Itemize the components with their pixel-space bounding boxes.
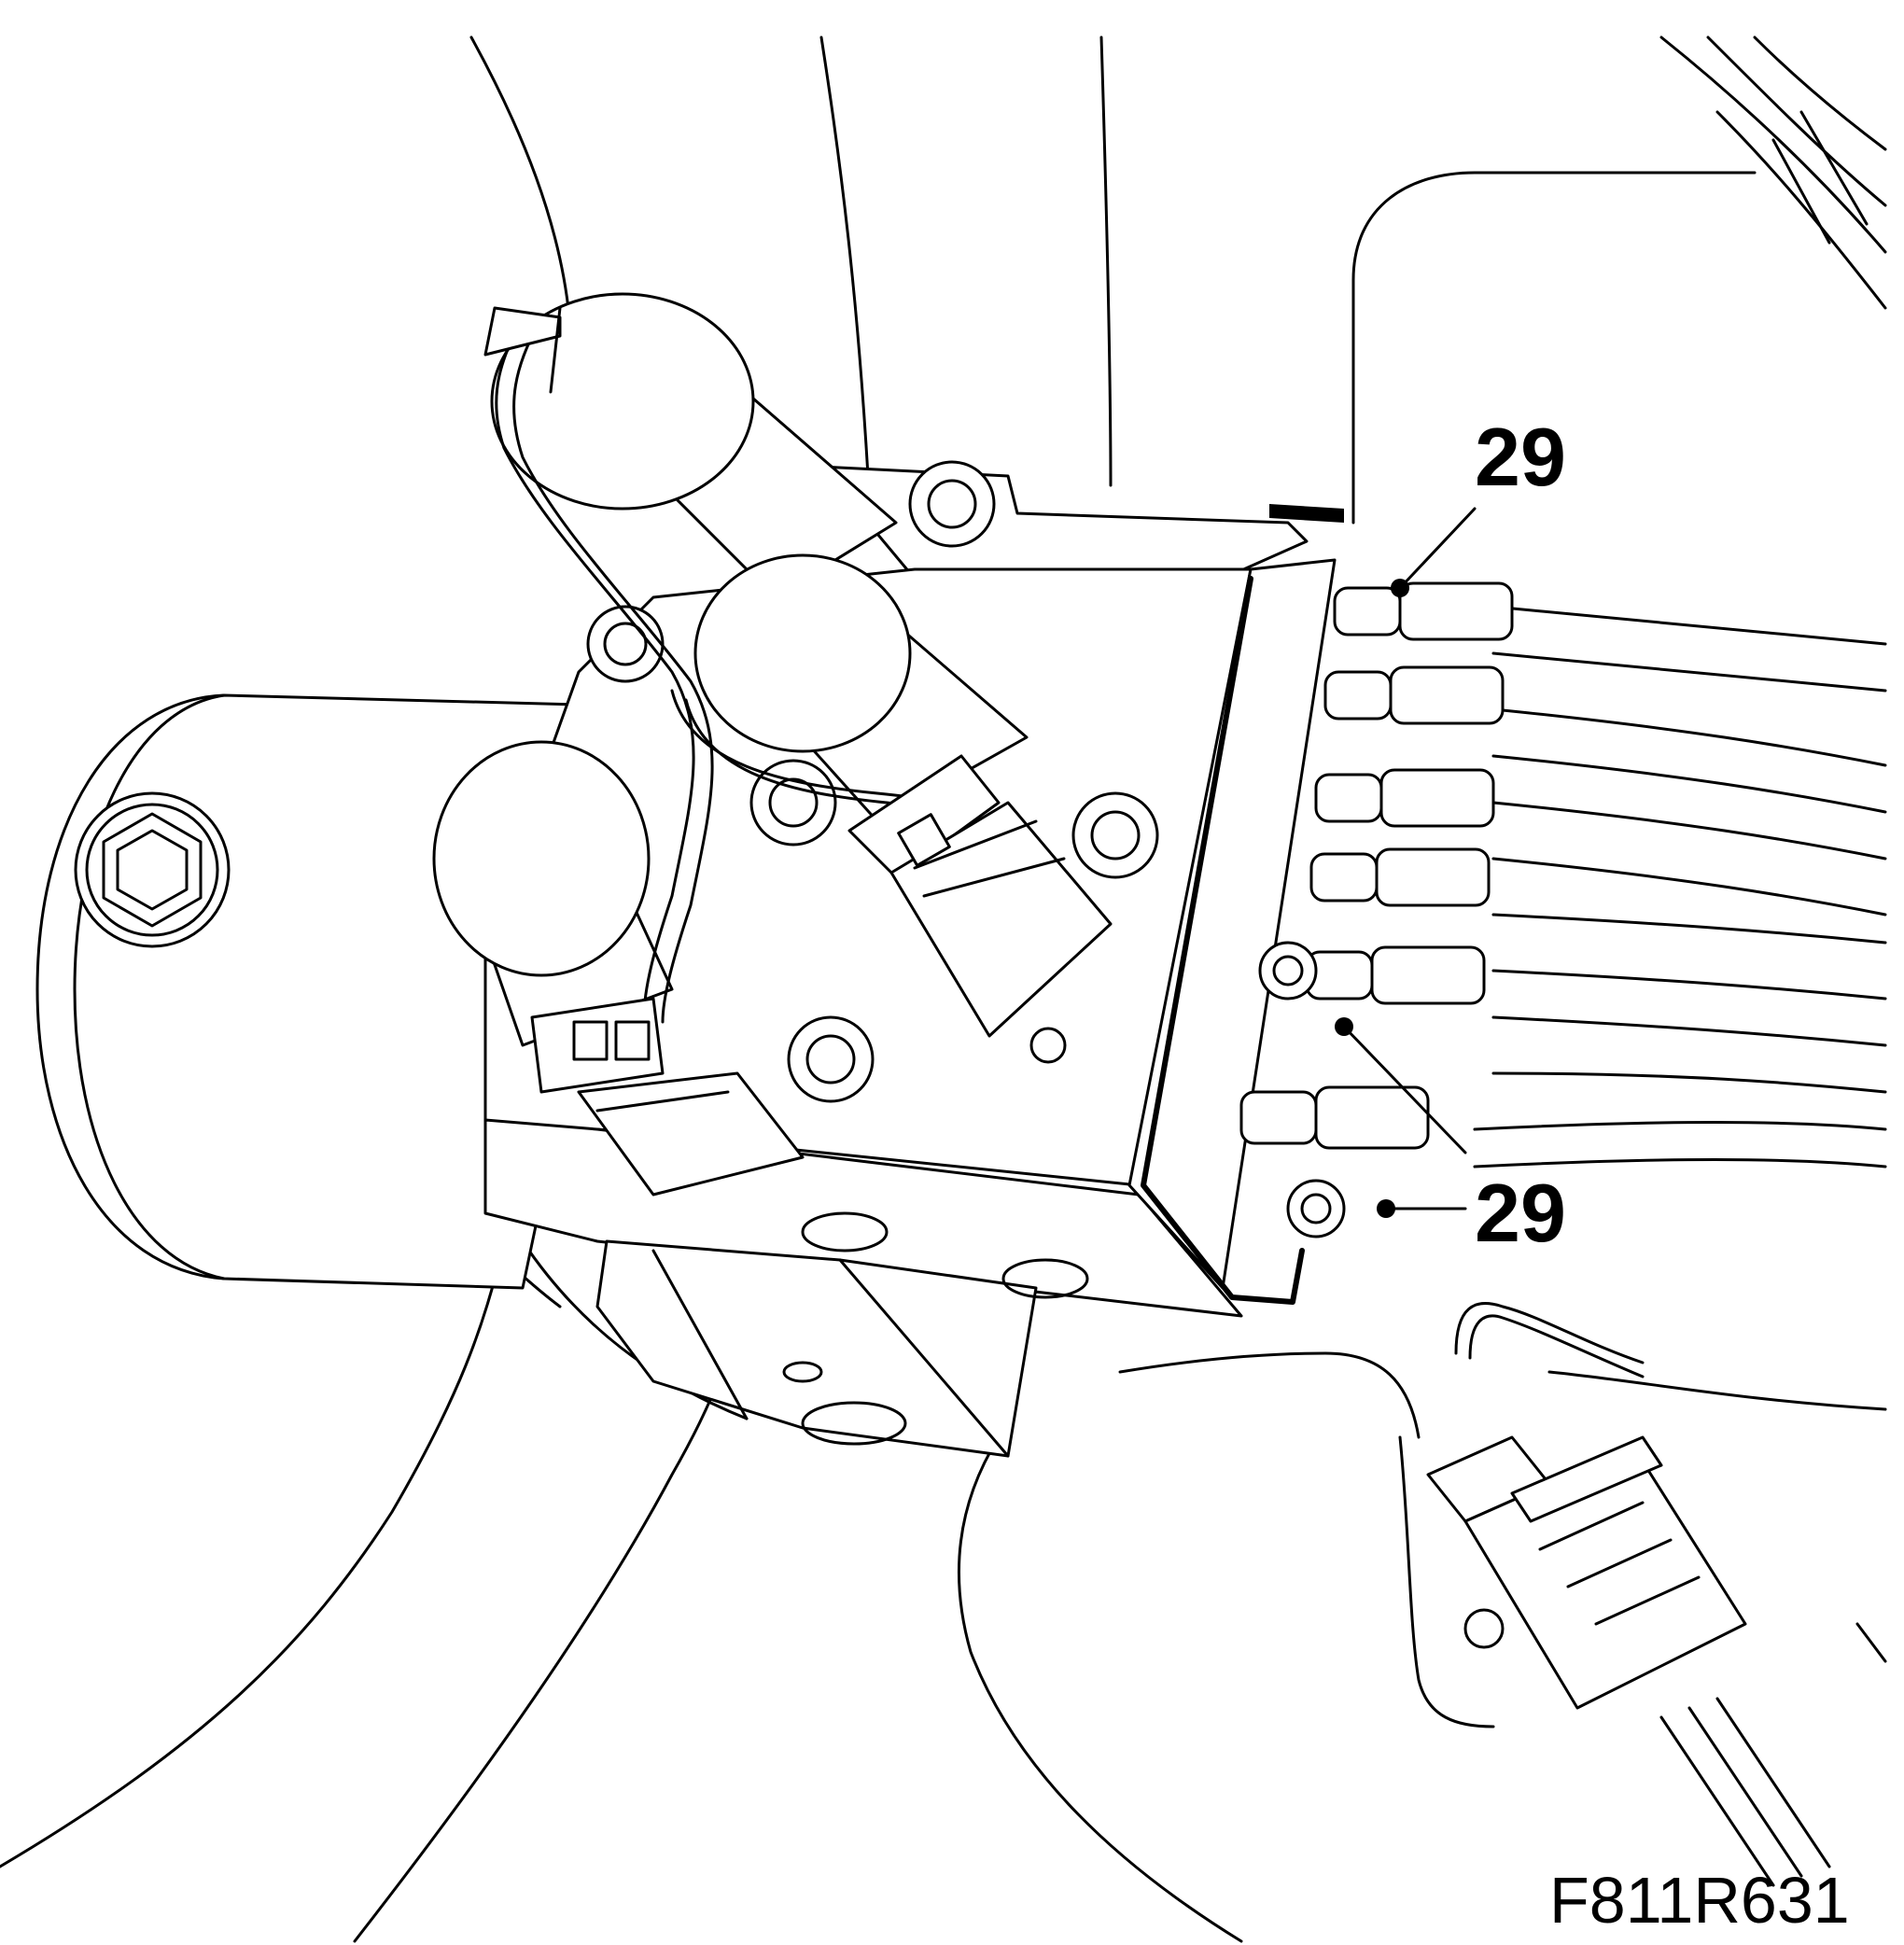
callout-label-middle: 29 xyxy=(1475,1167,1566,1259)
harness-connector xyxy=(1426,1302,1831,1887)
leader-line-middle xyxy=(1342,1025,1467,1154)
callout-label-top: 29 xyxy=(1475,411,1566,503)
leader-dot-middle xyxy=(1335,1017,1353,1036)
leader-line-top xyxy=(1398,507,1477,590)
figure-id: F811R631 xyxy=(1549,1864,1850,1937)
brake-pipes xyxy=(1239,581,1887,1238)
callout-leaders xyxy=(1335,507,1477,1218)
solenoid-coils xyxy=(432,292,1029,1047)
leader-dot-bottom xyxy=(1377,1199,1395,1218)
solenoid-connectors xyxy=(530,754,1113,1196)
hex-bolt xyxy=(74,791,231,948)
leader-dot-top xyxy=(1391,579,1409,597)
brake-line-block xyxy=(1127,504,1344,1305)
pipe-fittings xyxy=(1239,581,1514,1238)
